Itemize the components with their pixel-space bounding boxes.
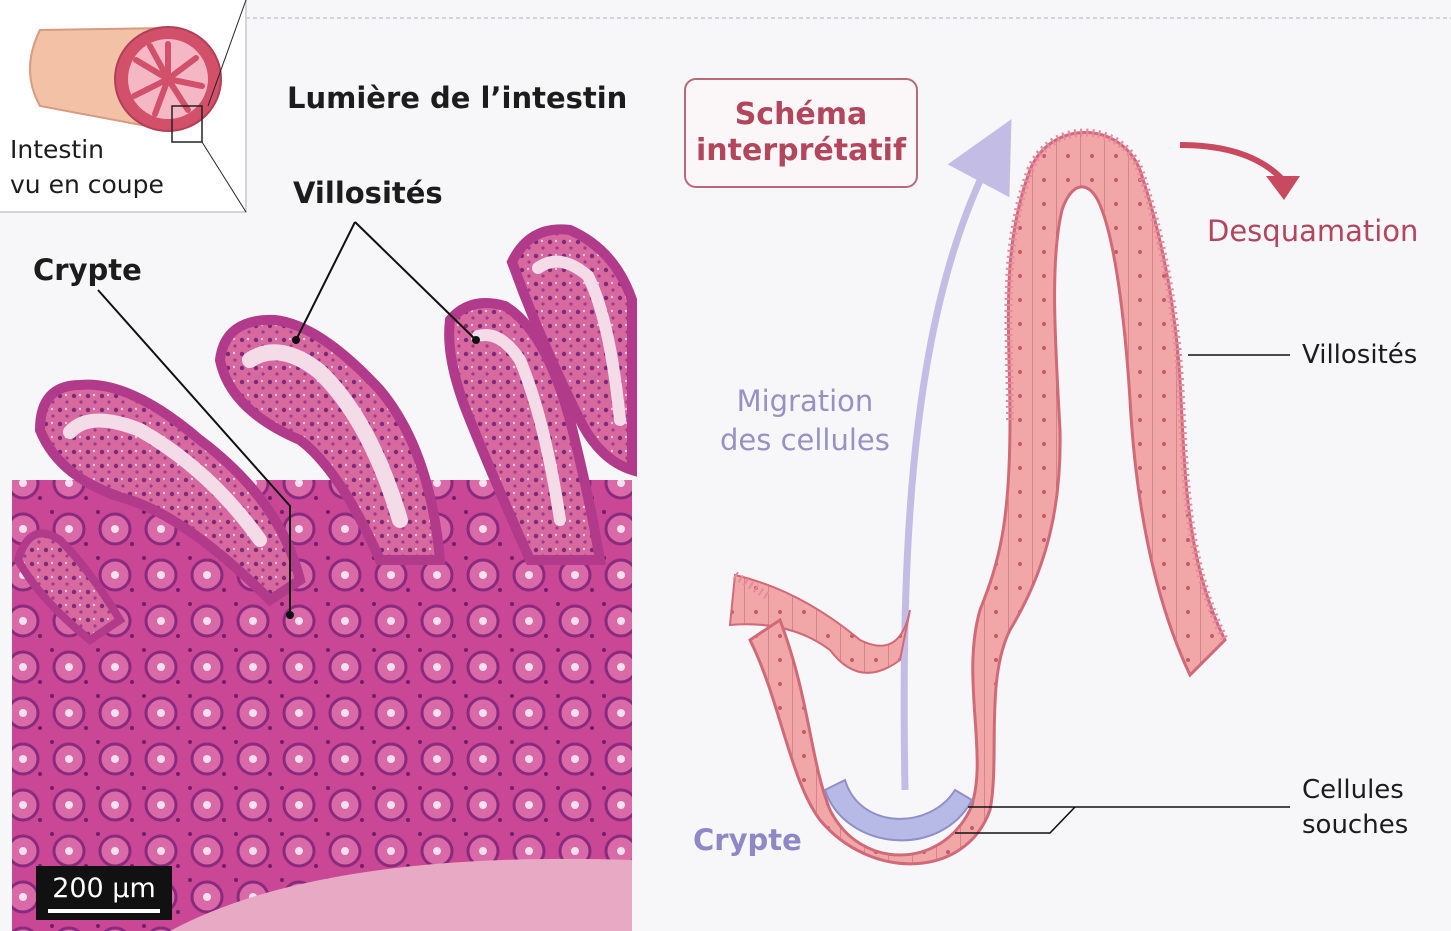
micrograph-crypt-label: Crypte [33,256,142,285]
schema-title-box: Schéma interprétatif [684,78,918,188]
stem-cells-label: Cellules souches [1302,773,1408,843]
migration-label-line2: des cellules [720,421,890,460]
migration-label-line1: Migration [720,382,890,421]
schema-crypt-label: Crypte [693,826,802,855]
migration-label: Migration des cellules [720,382,890,460]
scale-bar-text: 200 µm [52,873,156,904]
inset-label: Intestin vu en coupe [10,132,164,202]
inset-label-line1: Intestin [10,132,164,167]
scale-bar: 200 µm [36,866,172,920]
stem-cells-line1: Cellules [1302,773,1408,808]
stem-cells-line2: souches [1302,808,1408,843]
lumen-label: Lumière de l’intestin [287,84,627,113]
schema-title-line1: Schéma [735,97,868,133]
desquamation-label: Desquamation [1207,217,1418,246]
micrograph [12,222,632,931]
micrograph-villi-label: Villosités [293,179,443,208]
schema-villi-label: Villosités [1302,342,1417,368]
scale-bar-line [48,909,160,913]
schema-title-line2: interprétatif [696,133,906,169]
inset-label-line2: vu en coupe [10,167,164,202]
